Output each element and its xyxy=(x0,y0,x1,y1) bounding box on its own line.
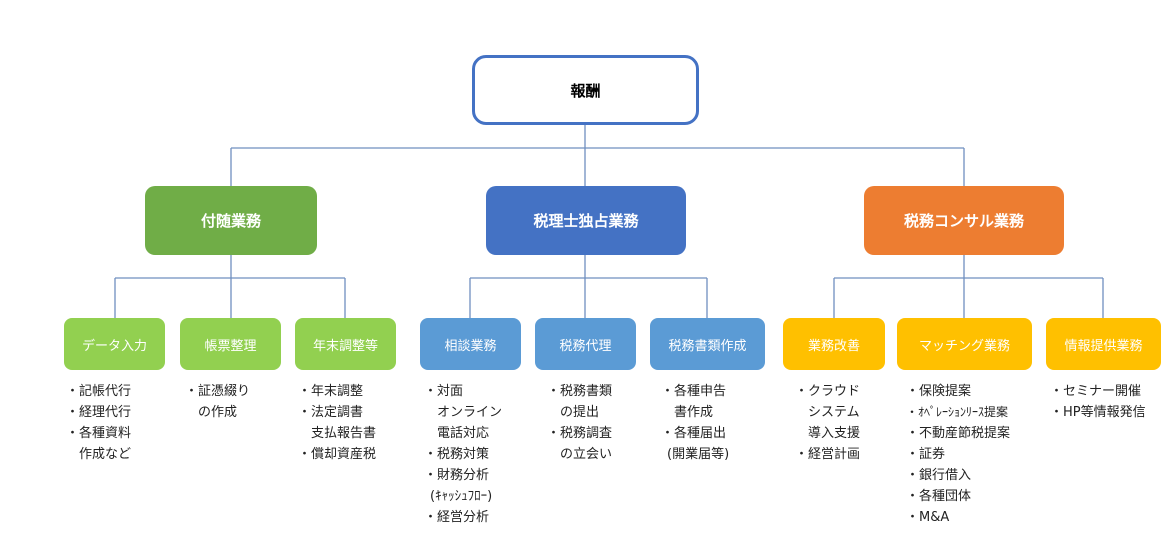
list-item: (ｷｬｯｼｭﾌﾛｰ) xyxy=(430,489,493,504)
category-label: 税理士独占業務 xyxy=(533,212,639,230)
category-tax-consulting-services: 税務コンサル業務 xyxy=(864,186,1064,255)
subnode-label: 相談業務 xyxy=(444,338,497,354)
list-item: の提出 xyxy=(560,405,600,420)
subnode-label: データ入力 xyxy=(81,338,147,354)
subnode-form-organizing: 帳票整理 xyxy=(180,318,281,370)
list-item: ・法定調書 xyxy=(298,405,364,420)
list-item: 書作成 xyxy=(674,405,714,420)
subnode-matching-services: マッチング業務 xyxy=(897,318,1032,370)
item-list-consultation: ・対面 オンライン 電話対応 ・税務対策 ・財務分析 (ｷｬｯｼｭﾌﾛｰ) ・経… xyxy=(424,381,502,528)
list-item: ・記帳代行 xyxy=(66,384,132,399)
item-list-tax-document-preparation: ・各種申告 書作成 ・各種届出 (開業届等) xyxy=(661,381,729,465)
list-item: ・各種資料 xyxy=(66,426,132,441)
item-list-matching-services: ・保険提案 ・ｵﾍﾟﾚｰｼｮﾝﾘｰｽ提案 ・不動産節税提案 ・証券 ・銀行借入 … xyxy=(906,381,1010,528)
list-item: ・税務調査 xyxy=(547,426,613,441)
root-node-reward: 報酬 xyxy=(472,55,699,125)
list-item: ・証券 xyxy=(906,447,946,462)
list-item: ・証憑綴り xyxy=(185,384,251,399)
list-item: ・年末調整 xyxy=(298,384,364,399)
subnode-business-improvement: 業務改善 xyxy=(783,318,885,370)
list-item: ・経理代行 xyxy=(66,405,132,420)
subnode-label: 帳票整理 xyxy=(204,338,257,354)
list-item: ・各種届出 xyxy=(661,426,727,441)
root-label: 報酬 xyxy=(570,81,601,100)
list-item: ・税務対策 xyxy=(424,447,490,462)
list-item: ・クラウド xyxy=(795,384,861,399)
list-item: ・M&A xyxy=(906,510,950,525)
list-item: ・対面 xyxy=(424,384,464,399)
category-label: 付随業務 xyxy=(200,212,261,230)
list-item: ・各種団体 xyxy=(906,489,972,504)
subnode-label: 業務改善 xyxy=(807,338,860,354)
item-list-information-services: ・セミナー開催 ・HP等情報発信 xyxy=(1050,381,1146,423)
subnode-tax-document-preparation: 税務書類作成 xyxy=(650,318,765,370)
item-list-business-improvement: ・クラウド システム 導入支援 ・経営計画 xyxy=(795,381,860,465)
list-item: ・HP等情報発信 xyxy=(1050,405,1146,420)
item-list-form-organizing: ・証憑綴り の作成 xyxy=(185,381,250,423)
list-item: ・不動産節税提案 xyxy=(906,426,1011,441)
list-item: ・償却資産税 xyxy=(298,447,377,462)
list-item: の作成 xyxy=(198,405,238,420)
list-item: ・ｵﾍﾟﾚｰｼｮﾝﾘｰｽ提案 xyxy=(906,405,1009,419)
subnode-year-end-adjustment: 年末調整等 xyxy=(295,318,396,370)
item-list-year-end-adjustment: ・年末調整 ・法定調書 支払報告書 ・償却資産税 xyxy=(298,381,376,465)
category-label: 税務コンサル業務 xyxy=(903,212,1024,230)
list-item: 支払報告書 xyxy=(311,426,377,441)
list-item: の立会い xyxy=(560,447,613,462)
list-item: システム xyxy=(808,405,860,420)
subnode-data-entry: データ入力 xyxy=(64,318,165,370)
list-item: ・保険提案 xyxy=(906,384,972,399)
list-item: 電話対応 xyxy=(437,426,490,441)
list-item: ・税務書類 xyxy=(547,384,613,399)
item-list-tax-representation: ・税務書類 の提出 ・税務調査 の立会い xyxy=(547,381,612,465)
list-item: ・経営計画 xyxy=(795,447,861,462)
list-item: ・経営分析 xyxy=(424,510,490,525)
subnode-information-services: 情報提供業務 xyxy=(1046,318,1161,370)
subnode-label: 年末調整等 xyxy=(312,338,378,354)
subnode-label: 情報提供業務 xyxy=(1064,338,1143,354)
item-list-data-entry: ・記帳代行 ・経理代行 ・各種資料 作成など xyxy=(66,381,131,465)
list-item: ・銀行借入 xyxy=(906,468,972,483)
list-item: オンライン xyxy=(437,405,503,420)
category-incidental-services: 付随業務 xyxy=(145,186,317,255)
list-item: ・セミナー開催 xyxy=(1050,384,1142,399)
list-item: ・財務分析 xyxy=(424,468,490,483)
category-tax-accountant-exclusive-services: 税理士独占業務 xyxy=(486,186,686,255)
subnode-consultation: 相談業務 xyxy=(420,318,521,370)
subnode-tax-representation: 税務代理 xyxy=(535,318,636,370)
subnode-label: マッチング業務 xyxy=(918,338,1010,354)
subnode-label: 税務書類作成 xyxy=(668,338,747,354)
list-item: 導入支援 xyxy=(808,426,861,441)
list-item: 作成など xyxy=(79,447,132,462)
list-item: (開業届等) xyxy=(667,447,730,462)
list-item: ・各種申告 xyxy=(661,384,727,399)
subnode-label: 税務代理 xyxy=(559,338,612,354)
